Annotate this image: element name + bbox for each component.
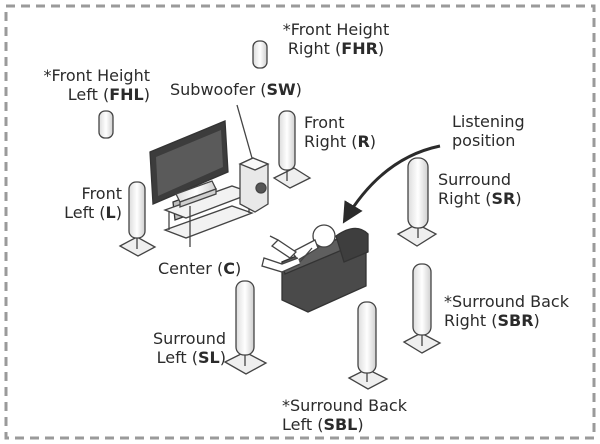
front-height-right-speaker bbox=[252, 40, 268, 69]
center-speaker bbox=[175, 180, 217, 247]
front-right-speaker bbox=[272, 110, 312, 189]
label-surround-back-left: *Surround Back Left (SBL) bbox=[282, 396, 407, 434]
front-height-left-speaker bbox=[98, 110, 114, 139]
surround-left-speaker bbox=[223, 280, 268, 375]
listening-position-arrow bbox=[342, 144, 441, 224]
label-listening-position: Listening position bbox=[452, 112, 525, 150]
subwoofer-speaker bbox=[236, 104, 270, 213]
surround-back-right-speaker bbox=[402, 263, 442, 354]
front-left-speaker bbox=[118, 181, 157, 257]
label-surround-right: Surround Right (SR) bbox=[438, 170, 522, 208]
label-front-right: Front Right (R) bbox=[304, 113, 377, 151]
label-front-left: Front Left (L) bbox=[64, 184, 122, 222]
label-front-height-right: *Front Height Right (FHR) bbox=[282, 20, 390, 58]
surround-back-left-speaker bbox=[347, 301, 389, 390]
tv-stand bbox=[163, 185, 254, 239]
label-center: Center (C) bbox=[158, 259, 242, 278]
surround-right-speaker bbox=[396, 157, 438, 247]
listener-person bbox=[261, 224, 336, 273]
label-surround-back-right: *Surround Back Right (SBR) bbox=[444, 292, 569, 330]
label-surround-left: Surround Left (SL) bbox=[152, 329, 226, 367]
label-front-height-left: *Front Height Left (FHL) bbox=[43, 66, 150, 104]
dashed-border bbox=[4, 4, 596, 440]
label-subwoofer: Subwoofer (SW) bbox=[170, 80, 302, 99]
